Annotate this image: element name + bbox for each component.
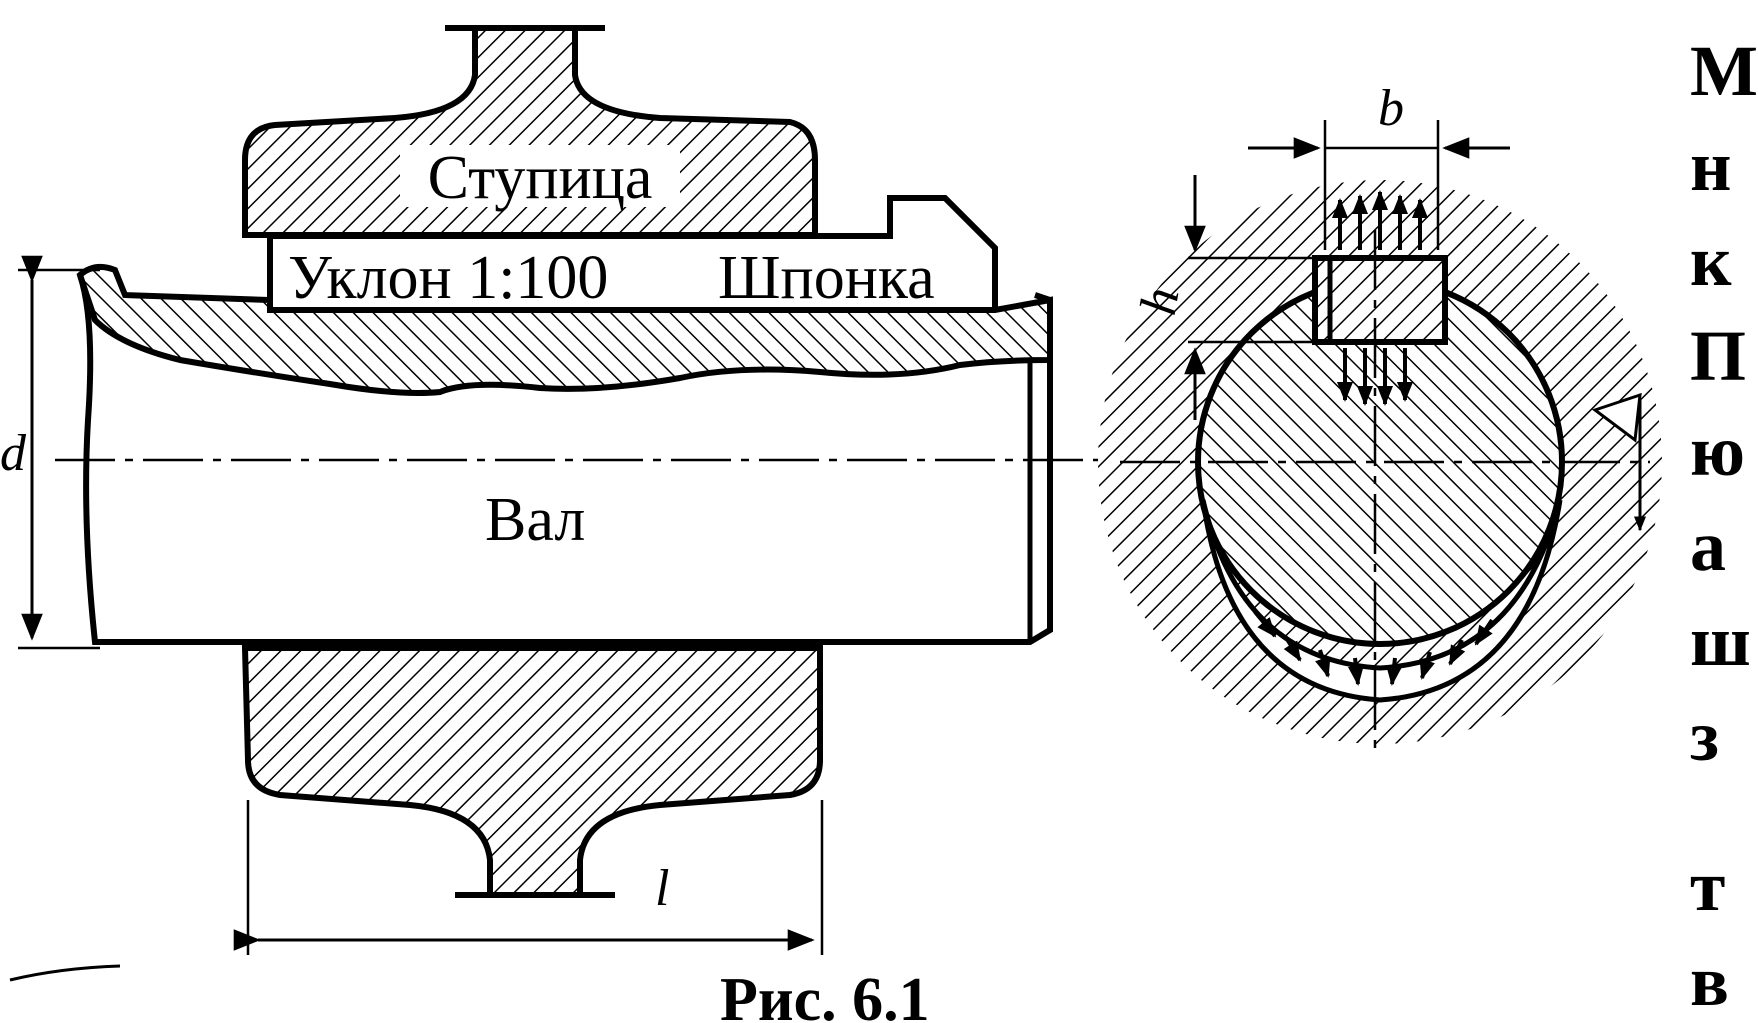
- side-fragment: П: [1690, 316, 1747, 396]
- width-label: b: [1378, 80, 1404, 137]
- stray-mark: [9, 964, 121, 982]
- key-label: Шпонка: [718, 244, 935, 312]
- side-fragment: в: [1690, 941, 1729, 1021]
- cross-section: [1098, 180, 1662, 750]
- shaft-hatched-top: [76, 263, 1053, 396]
- key-joint-drawing: Ступица Уклон 1:100 Шпонка Вал d l Рис. …: [0, 25, 1662, 1023]
- diameter-label: d: [0, 425, 27, 482]
- figure-caption: Рис. 6.1: [720, 966, 930, 1023]
- side-fragment: а: [1690, 506, 1726, 586]
- side-fragment: М: [1690, 31, 1758, 111]
- hub-label: Ступица: [428, 144, 653, 212]
- side-fragment: т: [1690, 846, 1726, 926]
- side-fragment: ш: [1690, 601, 1751, 681]
- side-fragment: ю: [1690, 411, 1746, 491]
- slope-label: Уклон 1:100: [288, 244, 608, 312]
- length-label: l: [655, 860, 669, 917]
- side-text-column: М н к П ю а ш з т в: [1690, 30, 1758, 1021]
- side-fragment: н: [1690, 126, 1732, 206]
- hub-lower: [241, 645, 823, 898]
- hub-label-bg: [400, 145, 680, 207]
- side-fragment: к: [1690, 221, 1732, 301]
- figure-canvas: Ступица Уклон 1:100 Шпонка Вал d l Рис. …: [0, 25, 1758, 1023]
- shaft-label: Вал: [485, 486, 585, 554]
- side-fragment: з: [1690, 696, 1719, 776]
- shaft-body: [77, 274, 1053, 645]
